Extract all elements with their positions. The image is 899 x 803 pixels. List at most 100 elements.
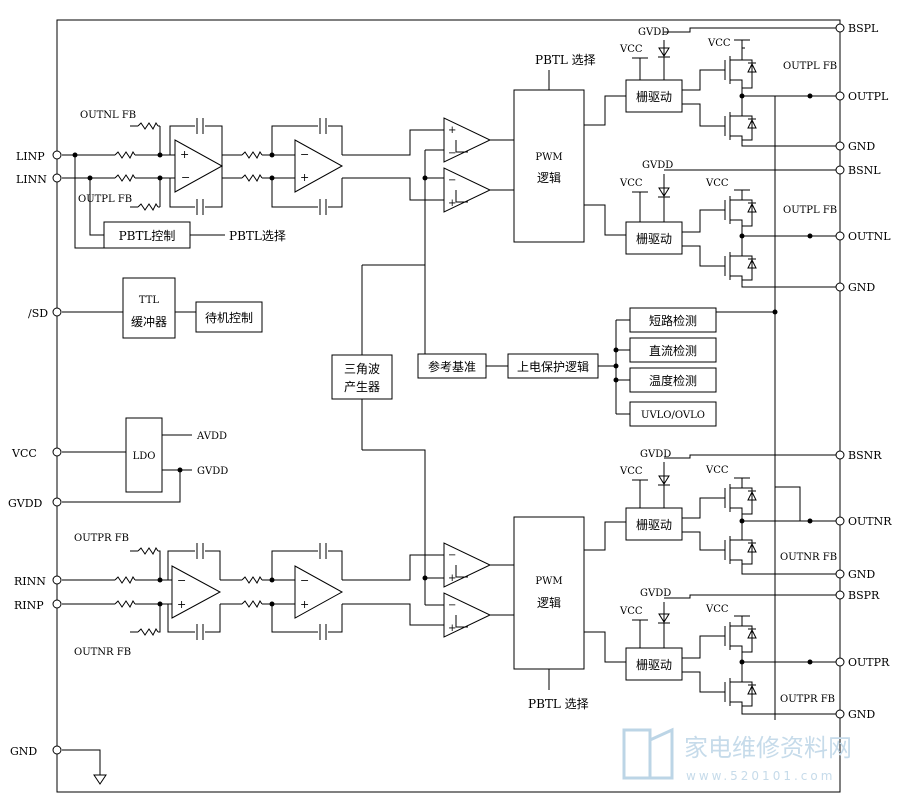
- gate-driver-3-label: 栅驱动: [636, 517, 672, 532]
- svg-text:+: +: [448, 198, 456, 209]
- avdd-label: AVDD: [196, 431, 227, 442]
- svg-text:−: −: [448, 550, 456, 561]
- gate-driver-3: 栅驱动 GVDD VCC VCC OUTNR FB: [584, 449, 840, 575]
- pin-gvdd: GVDD: [8, 497, 43, 510]
- outpl-fb-left-label: OUTPL FB: [78, 194, 132, 205]
- pin-gnd-2: GND: [848, 281, 875, 294]
- vcc-h4-label: VCC: [705, 604, 729, 615]
- gate-driver-4: 栅驱动 GVDD VCC VCC OUTPR FB: [584, 588, 840, 715]
- gvdd-1-label: GVDD: [638, 27, 669, 38]
- pin-gnd-3: GND: [848, 568, 875, 581]
- svg-text:−: −: [448, 175, 456, 186]
- triangle-wave-label-2: 产生器: [344, 380, 380, 394]
- vcc-h3-label: VCC: [705, 465, 729, 476]
- watermark-logo-icon: [622, 727, 674, 780]
- pin-outpr: OUTPR: [848, 656, 890, 669]
- svg-text:+: +: [448, 623, 456, 634]
- right-input-stage: − + − + − + − +: [62, 533, 514, 658]
- left-input-stage: + − − + + − − +: [62, 110, 514, 355]
- svg-text:−: −: [177, 574, 186, 587]
- gvdd-4-label: GVDD: [640, 588, 671, 599]
- svg-text:−: −: [300, 148, 309, 161]
- pbtl-select-left-label: PBTL选择: [229, 229, 286, 243]
- pin-linp: LINP: [16, 150, 45, 163]
- outpl-fb-label: OUTPL FB: [783, 61, 837, 72]
- powerup-label: 上电保护逻辑: [517, 360, 589, 374]
- dc-detect-label: 直流检测: [649, 343, 697, 358]
- buffer-label: 缓冲器: [131, 314, 167, 329]
- triangle-wave-block: [331, 354, 393, 400]
- svg-text:−: −: [181, 171, 190, 184]
- gate-driver-1-label: 栅驱动: [636, 89, 672, 104]
- vcc-g2-label: VCC: [619, 178, 643, 189]
- pin-rinp: RINP: [14, 599, 44, 612]
- vcc-h2-label: VCC: [705, 178, 729, 189]
- pin-rinn: RINN: [14, 575, 46, 588]
- logic-bottom-label: 逻辑: [537, 596, 561, 610]
- pin-vcc: VCC: [11, 447, 37, 460]
- svg-text:+: +: [300, 598, 309, 611]
- outpr-fb-right-label: OUTPR FB: [780, 694, 835, 705]
- pin-bsnr: BSNR: [848, 449, 882, 462]
- triangle-wave-label-1: 三角波: [344, 362, 380, 376]
- vcc-g3-label: VCC: [619, 466, 643, 477]
- powerup-protection-block: [507, 353, 599, 379]
- ldo-block: [125, 417, 163, 493]
- outpr-fb-left-label: OUTPR FB: [74, 533, 129, 544]
- pbtl-select-top-label: PBTL 选择: [535, 53, 596, 67]
- uvlo-ovlo-block: [629, 401, 717, 427]
- ttl-label: TTL: [139, 295, 160, 306]
- uvlo-label: UVLO/OVLO: [641, 410, 705, 421]
- reference-label: 参考基准: [428, 359, 476, 374]
- short-detect-label: 短路检测: [649, 313, 697, 328]
- vcc-h1-label: VCC: [707, 38, 731, 49]
- svg-text:−: −: [448, 600, 456, 611]
- svg-text:+: +: [177, 598, 186, 611]
- svg-text:+: +: [448, 125, 456, 136]
- svg-text:−: −: [448, 148, 456, 159]
- pin-gnd-4: GND: [848, 708, 875, 721]
- standby-label: 待机控制: [205, 311, 253, 325]
- pin-outpl: OUTPL: [848, 90, 889, 103]
- right-pins: BSPL OUTPL GND BSNL OUTNL GND BSNR OUTNR…: [835, 22, 892, 721]
- gvdd-2-label: GVDD: [642, 160, 673, 171]
- ldo-label: LDO: [133, 451, 156, 462]
- gvdd-out-label: GVDD: [197, 466, 228, 477]
- pin-bspl: BSPL: [848, 22, 879, 35]
- gate-driver-2: 栅驱动 GVDD VCC VCC OUTPL FB: [584, 160, 840, 288]
- pbtl-select-bottom-label: PBTL 选择: [528, 697, 589, 711]
- svg-text:−: −: [300, 574, 309, 587]
- watermark: 家电维修资料网 www.520101.com: [622, 727, 852, 783]
- outnl-fb-label: OUTNL FB: [80, 110, 136, 121]
- pwm-logic-top: [513, 89, 585, 243]
- standby-control-block: [195, 301, 263, 333]
- outnr-fb-right-label: OUTNR FB: [780, 552, 837, 563]
- logic-top-label: 逻辑: [537, 171, 561, 185]
- pwm-bottom-label: PWM: [535, 576, 562, 587]
- svg-text:+: +: [180, 148, 189, 161]
- gate-driver-1: 栅驱动 GVDD VCC VCC OUTPL FB: [584, 27, 840, 720]
- gate-driver-4-label: 栅驱动: [636, 657, 672, 672]
- outnr-fb-left-label: OUTNR FB: [74, 647, 131, 658]
- pbtl-control-block: [103, 221, 191, 249]
- pin-gnd: GND: [10, 745, 37, 758]
- pbtl-control-label: PBTL控制: [119, 229, 176, 243]
- pin-outnl: OUTNL: [848, 230, 891, 243]
- pin-linn: LINN: [16, 173, 47, 186]
- pwm-top-label: PWM: [535, 152, 562, 163]
- gate-driver-2-label: 栅驱动: [636, 231, 672, 246]
- svg-text:+: +: [448, 573, 456, 584]
- watermark-text: 家电维修资料网: [684, 734, 852, 762]
- short-detect-block: [629, 307, 717, 333]
- pin-outnr: OUTNR: [848, 515, 892, 528]
- dc-detect-block: [629, 337, 717, 363]
- gvdd-3-label: GVDD: [640, 449, 671, 460]
- pin-gnd-1: GND: [848, 140, 875, 153]
- vcc-g4-label: VCC: [619, 606, 643, 617]
- watermark-url: www.520101.com: [686, 769, 835, 783]
- pwm-logic-bottom: [513, 516, 585, 670]
- temp-detect-label: 温度检测: [649, 373, 697, 388]
- ttl-buffer-block: [122, 277, 176, 339]
- pin-bspr: BSPR: [848, 589, 880, 602]
